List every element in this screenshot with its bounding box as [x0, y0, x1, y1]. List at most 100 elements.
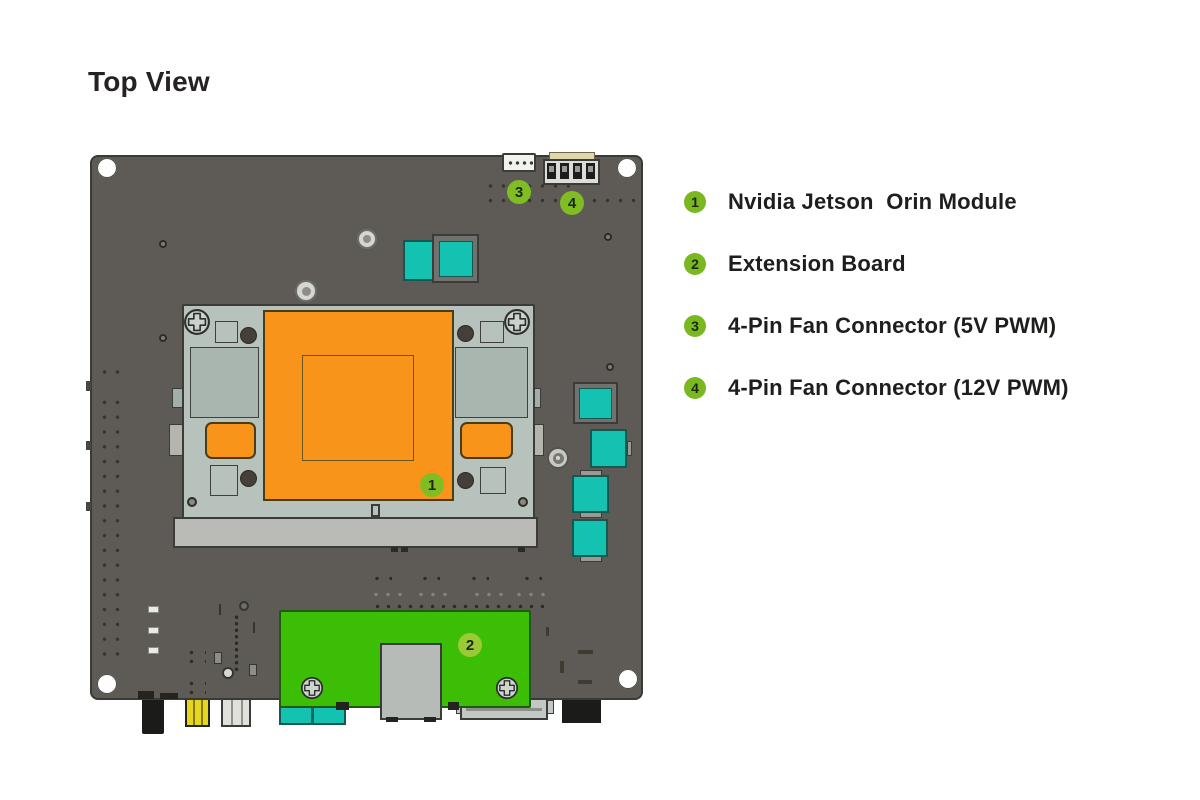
- thermal-pad-right: [460, 422, 513, 459]
- via-row: [370, 591, 404, 598]
- via-grid: [184, 648, 206, 663]
- solder-pad: [148, 647, 159, 654]
- via-row: [418, 575, 440, 582]
- teal-connector-right-4: [572, 519, 608, 557]
- connector-foot: [386, 717, 398, 722]
- module-notch: [371, 504, 380, 517]
- edge-pad: [86, 441, 91, 450]
- via-row: [520, 575, 542, 582]
- small-screw: [518, 497, 528, 507]
- module-chip: [215, 321, 238, 343]
- edge-pad: [86, 502, 91, 511]
- via-grid: [98, 367, 124, 377]
- mounting-hole-bottom-left: [97, 674, 117, 694]
- fan-pin: [586, 163, 595, 179]
- phillips-screw-icon: [300, 676, 324, 700]
- teal-connector-top-left: [403, 240, 434, 281]
- via-row: [415, 591, 449, 598]
- marker-2-badge: 2: [458, 633, 482, 657]
- fan-pin: [560, 163, 569, 179]
- edge-pad: [86, 381, 91, 391]
- solder-pad: [401, 547, 408, 552]
- solder-pad: [148, 627, 159, 634]
- phillips-screw-icon: [184, 309, 210, 335]
- via-dot: [604, 233, 612, 241]
- phillips-screw-icon: [495, 676, 519, 700]
- trace-mark: [578, 680, 592, 684]
- page-title: Top View: [88, 66, 210, 97]
- module-clip-left: [169, 424, 183, 456]
- via-column: [233, 614, 240, 672]
- button-component: [239, 601, 249, 611]
- module-panel-left: [190, 347, 259, 418]
- fan-pin: [547, 163, 556, 179]
- legend-label-4: 4-Pin Fan Connector (12V PWM): [728, 375, 1069, 400]
- teal-connector-top-right: [439, 241, 473, 277]
- power-jack-connector: [142, 694, 164, 734]
- solder-pad: [391, 547, 398, 552]
- sodimm-connector-bar: [173, 517, 538, 548]
- capacitor: [457, 472, 474, 489]
- phillips-screw-icon: [504, 309, 530, 335]
- solder-pad: [148, 606, 159, 613]
- solder-pad: [160, 693, 178, 699]
- legend-badge-2: 2: [684, 253, 706, 275]
- test-point: [222, 667, 234, 679]
- standoff-screw: [357, 229, 377, 249]
- mounting-hole-top-left: [97, 158, 117, 178]
- heatsink-thermal-pad: [263, 310, 454, 501]
- board-tab: [336, 702, 349, 710]
- teal-connector-right-3: [572, 475, 609, 513]
- module-chip: [210, 465, 238, 496]
- legend-label-2: Extension Board: [728, 251, 906, 276]
- via-grid: [98, 395, 124, 657]
- legend-item-1: 1 Nvidia Jetson Orin Module: [684, 189, 1069, 215]
- legend-label-3: 4-Pin Fan Connector (5V PWM): [728, 313, 1057, 338]
- usb-connector-divider: [311, 702, 314, 723]
- marker-1-badge: 1: [420, 473, 444, 497]
- trace-mark: [253, 622, 255, 633]
- connector-foot: [424, 717, 436, 722]
- fan-connector-5v-pins: [507, 160, 533, 166]
- module-chip: [480, 467, 506, 494]
- solder-pad: [138, 691, 154, 699]
- legend: 1 Nvidia Jetson Orin Module 2 Extension …: [684, 189, 1069, 437]
- via-row: [372, 603, 544, 610]
- ethernet-connector: [380, 643, 442, 720]
- via-grid: [184, 679, 206, 694]
- marker-3-badge: 3: [507, 180, 531, 204]
- via-dot: [159, 240, 167, 248]
- board-tab: [448, 702, 459, 710]
- via-row: [471, 591, 505, 598]
- via-row: [513, 591, 547, 598]
- via-row: [370, 575, 392, 582]
- fan-connector-5v: [502, 153, 536, 172]
- hdmi-connector-tab-right: [547, 700, 554, 714]
- mounting-hole-bottom-right: [618, 669, 638, 689]
- trace-mark: [578, 650, 593, 654]
- capacitor: [457, 325, 474, 342]
- small-component: [249, 664, 257, 676]
- via-dot: [159, 334, 167, 342]
- teal-connector-right-1: [579, 388, 612, 419]
- trace-mark: [546, 627, 549, 636]
- trace-mark: [560, 661, 564, 673]
- standoff-screw: [295, 280, 317, 302]
- solder-pad: [518, 547, 525, 552]
- module-panel-right: [455, 347, 528, 418]
- legend-item-2: 2 Extension Board: [684, 251, 1069, 277]
- small-screw: [187, 497, 197, 507]
- via-row: [467, 575, 489, 582]
- connector-tab: [627, 441, 632, 456]
- mounting-hole-top-right: [617, 158, 637, 178]
- coin-cell-holder: [547, 447, 569, 469]
- trace-mark: [219, 604, 221, 615]
- module-chip: [480, 321, 504, 343]
- hdmi-connector-slot: [466, 708, 542, 711]
- thermal-pad-left: [205, 422, 256, 459]
- legend-item-3: 3 4-Pin Fan Connector (5V PWM): [684, 313, 1069, 339]
- capacitor: [240, 470, 257, 487]
- via-dot: [606, 363, 614, 371]
- legend-badge-3: 3: [684, 315, 706, 337]
